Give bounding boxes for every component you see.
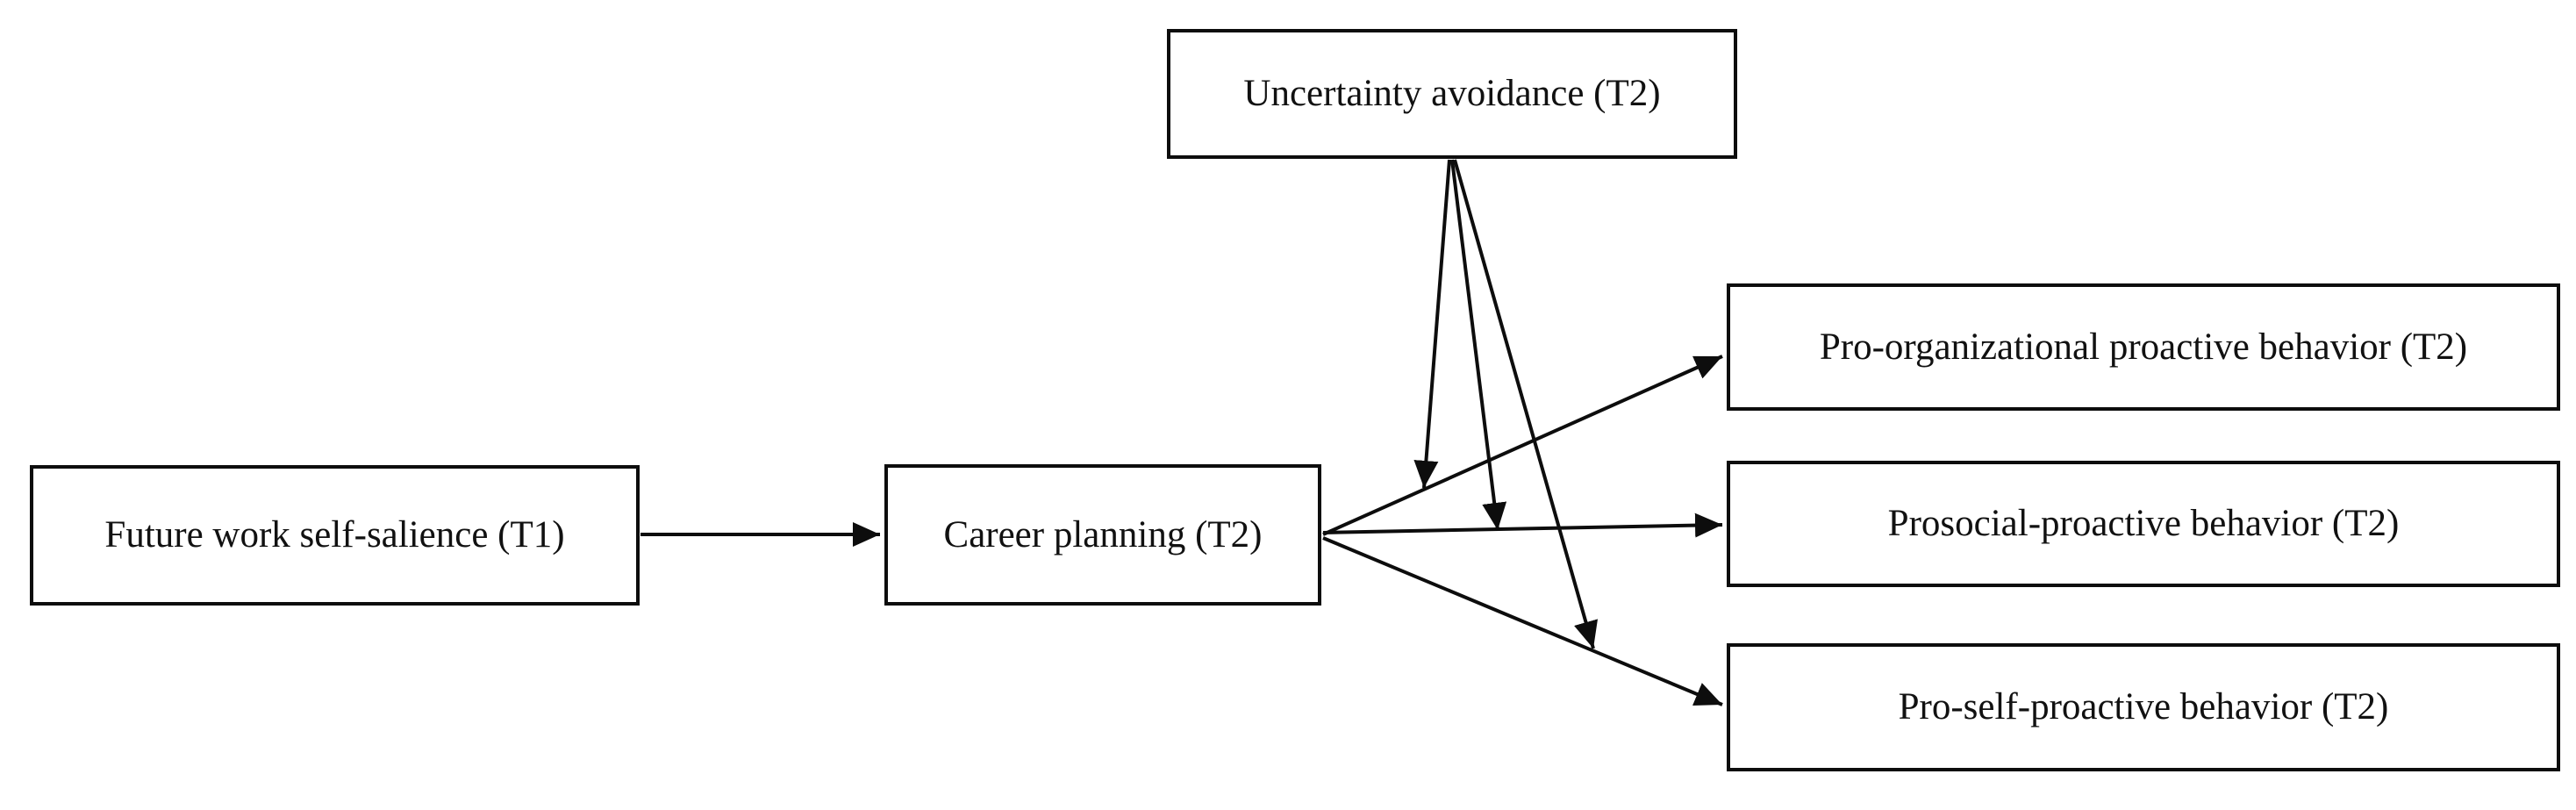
edge-ua-moderates-pro-organizational-path [1413,159,1451,489]
node-pro-organizational-proactive-behavior: Pro-organizational proactive behavior (T… [1727,283,2560,411]
node-pro-organizational-proactive-behavior-label: Pro-organizational proactive behavior (T… [1819,326,2468,368]
node-career-planning: Career planning (T2) [884,464,1321,606]
edge-ua-moderates-prosocial-path [1450,159,1507,531]
edge-career-planning-to-pro-self [1322,536,1723,706]
node-future-work-self-salience-label: Future work self-salience (T1) [104,514,565,556]
edge-career-planning-to-pro-organizational [1322,355,1723,536]
node-pro-self-proactive-behavior-label: Pro-self-proactive behavior (T2) [1898,686,2389,728]
node-pro-self-proactive-behavior: Pro-self-proactive behavior (T2) [1727,643,2560,771]
node-career-planning-label: Career planning (T2) [943,513,1263,556]
node-uncertainty-avoidance: Uncertainty avoidance (T2) [1167,29,1737,159]
node-prosocial-proactive-behavior-label: Prosocial-proactive behavior (T2) [1887,503,2400,545]
edge-ua-moderates-pro-self-path [1453,159,1599,649]
node-future-work-self-salience: Future work self-salience (T1) [30,465,640,606]
node-uncertainty-avoidance-label: Uncertainty avoidance (T2) [1243,73,1661,115]
edge-career-planning-to-prosocial [1322,513,1723,538]
node-prosocial-proactive-behavior: Prosocial-proactive behavior (T2) [1727,461,2560,587]
